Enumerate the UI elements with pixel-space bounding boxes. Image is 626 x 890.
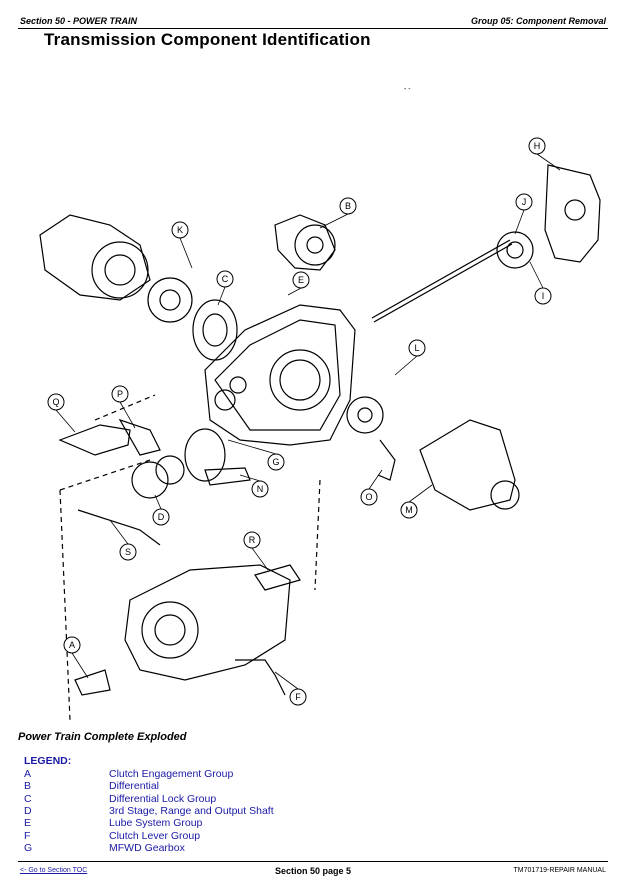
- svg-text:M: M: [405, 505, 413, 515]
- manual-id: TM701719-REPAIR MANUAL: [513, 867, 606, 874]
- footer-rule: [18, 861, 608, 862]
- legend-heading: LEGEND:: [24, 755, 72, 767]
- svg-text:P: P: [117, 389, 123, 399]
- svg-text:F: F: [295, 692, 301, 702]
- svg-text:R: R: [249, 535, 256, 545]
- page-number: Section 50 page 5: [274, 866, 352, 876]
- legend-text: Differential: [109, 780, 159, 792]
- svg-text:O: O: [365, 492, 372, 502]
- legend-key: E: [24, 817, 32, 829]
- legend-key: G: [24, 842, 33, 854]
- svg-text:D: D: [158, 512, 165, 522]
- svg-text:C: C: [222, 274, 229, 284]
- legend-key: B: [24, 780, 32, 792]
- legend-key: F: [24, 830, 31, 842]
- legend-text: 3rd Stage, Range and Output Shaft: [109, 805, 274, 817]
- svg-text:Q: Q: [52, 397, 59, 407]
- svg-text:H: H: [534, 141, 541, 151]
- callout-a-label: A: [69, 640, 75, 650]
- legend-text: Differential Lock Group: [109, 793, 217, 805]
- legend-text: Clutch Lever Group: [109, 830, 201, 842]
- legend-key: A: [24, 768, 32, 780]
- legend-text: MFWD Gearbox: [109, 842, 185, 854]
- main-housing: [204, 304, 356, 446]
- dash-mark: - -: [404, 86, 411, 93]
- svg-text:E: E: [298, 275, 304, 285]
- toc-link[interactable]: <- Go to Section TOC: [20, 867, 88, 874]
- svg-text:N: N: [257, 484, 264, 494]
- page-title: Transmission Component Identification: [44, 30, 371, 49]
- figure-caption: Power Train Complete Exploded: [18, 731, 187, 743]
- svg-text:I: I: [542, 291, 545, 301]
- legend-key: C: [24, 793, 32, 805]
- legend-text: Lube System Group: [109, 817, 203, 829]
- legend-text: Clutch Engagement Group: [109, 768, 234, 780]
- svg-text:K: K: [177, 225, 183, 235]
- section-header: Section 50 - POWER TRAIN: [20, 16, 138, 26]
- svg-text:G: G: [272, 457, 279, 467]
- svg-text:S: S: [125, 547, 131, 557]
- svg-text:L: L: [414, 343, 419, 353]
- header-rule: [18, 28, 608, 29]
- legend-key: D: [24, 805, 32, 817]
- group-header: Group 05: Component Removal: [470, 16, 606, 26]
- svg-text:J: J: [522, 197, 527, 207]
- svg-text:B: B: [345, 201, 351, 211]
